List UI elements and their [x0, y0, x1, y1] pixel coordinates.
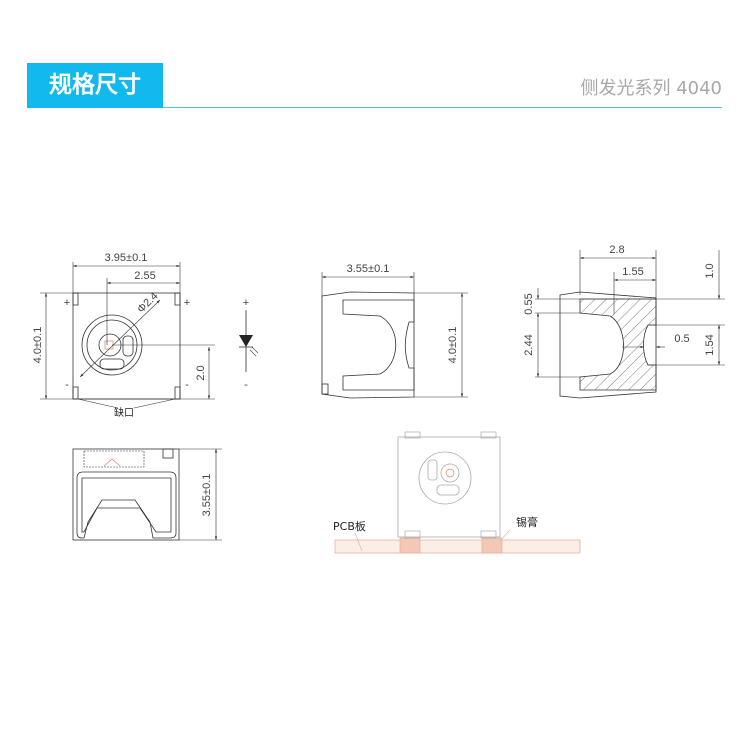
pcb-label: PCB板 — [333, 519, 366, 533]
anode-mark: + — [184, 297, 190, 309]
dim-cavity: 2.44 — [523, 334, 535, 355]
section-view: 2.8 1.55 1.0 0.55 2.44 0.5 1.54 — [523, 244, 725, 399]
header-divider — [163, 107, 722, 108]
dim-offset: 2.55 — [134, 270, 155, 282]
notch-label: 缺口 — [114, 406, 134, 419]
dim-inner: 1.55 — [622, 266, 643, 278]
bottom-view: 3.55±0.1 — [72, 448, 222, 541]
side-view: 3.55±0.1 4.0±0.1 — [321, 263, 468, 399]
top-view: 3.95±0.1 2.55 4.0±0.1 Φ2.4 2.0 + + - - 缺… — [32, 252, 215, 419]
dim-height: 3.55±0.1 — [201, 474, 213, 517]
dim-width: 3.95±0.1 — [105, 252, 148, 264]
solder-paste-label: 锡膏 — [516, 515, 538, 529]
series-label: 侧发光系列 4040 — [580, 78, 722, 99]
svg-text:+: + — [243, 297, 249, 309]
mount-view: PCB板 锡膏 — [333, 431, 581, 554]
cathode-mark: - — [65, 379, 69, 391]
dim-center-height: 2.0 — [195, 365, 207, 380]
section-title: 规格尺寸 — [27, 63, 163, 108]
dim-gap: 0.5 — [674, 333, 689, 345]
dim-depth: 2.8 — [609, 244, 624, 256]
svg-text:-: - — [244, 379, 248, 391]
dim-window: 1.54 — [704, 334, 716, 355]
dim-top: 1.0 — [704, 263, 716, 278]
dim-wall: 0.55 — [523, 293, 535, 314]
dim-height: 4.0±0.1 — [447, 327, 459, 364]
dim-height: 4.0±0.1 — [32, 327, 44, 364]
anode-mark: + — [64, 297, 70, 309]
cathode-mark: - — [185, 379, 189, 391]
diode-symbol-icon: + - — [239, 297, 259, 391]
dim-width: 3.55±0.1 — [347, 263, 390, 275]
